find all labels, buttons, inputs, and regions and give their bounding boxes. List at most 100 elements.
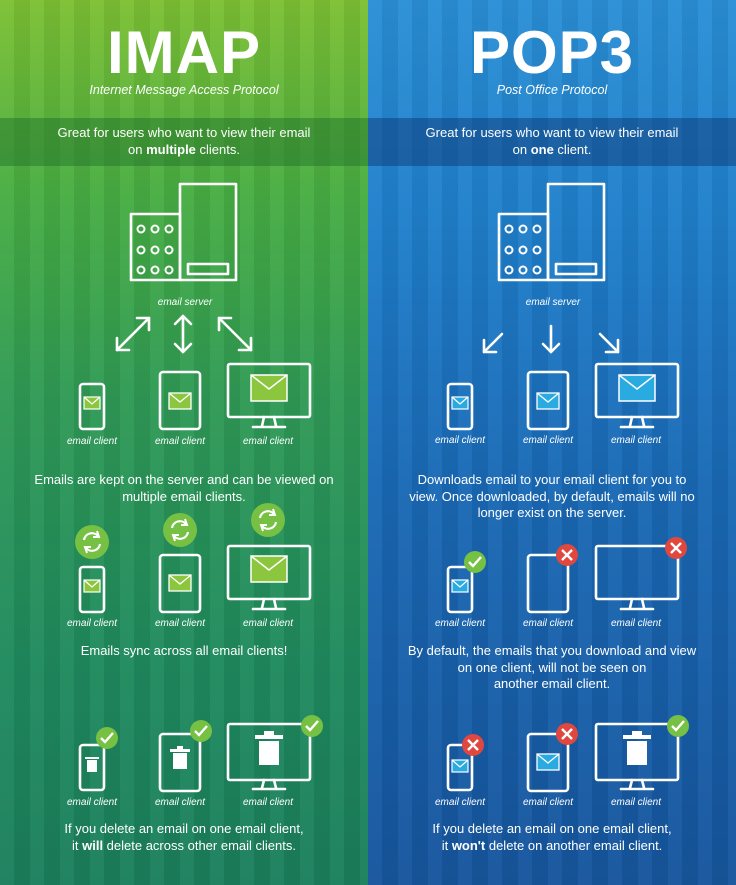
pop3-text3-suffix: delete on another email client. bbox=[485, 837, 663, 853]
pop3-intro-text: Great for users who want to view their e… bbox=[384, 125, 720, 158]
phone-icon bbox=[78, 743, 106, 792]
pop3-client-label: email client bbox=[610, 435, 662, 446]
tablet-icon bbox=[526, 553, 570, 614]
trash-icon bbox=[170, 746, 190, 769]
cross-icon bbox=[556, 544, 578, 566]
pop3-client-label: email client bbox=[610, 618, 662, 629]
trash-icon bbox=[623, 731, 651, 765]
pop3-text1-line1: Downloads email to your email client for… bbox=[417, 472, 687, 487]
sync-icon bbox=[163, 513, 197, 547]
down-right-arrow-icon bbox=[598, 332, 620, 354]
pop3-text2-line1: By default, the emails that you download… bbox=[407, 643, 697, 658]
imap-subtitle: Internet Message Access Protocol bbox=[89, 83, 279, 97]
pop3-server-label: email server bbox=[525, 297, 581, 308]
imap-text-sync: Emails sync across all email clients! bbox=[80, 643, 288, 658]
sync-icon bbox=[251, 503, 285, 537]
down-left-arrow-icon bbox=[482, 332, 504, 354]
imap-intro-bold: multiple bbox=[146, 141, 196, 157]
tablet-icon bbox=[158, 732, 202, 793]
pop3-intro-line1: Great for users who want to view their e… bbox=[425, 125, 679, 140]
cross-icon bbox=[665, 537, 687, 559]
pop3-text1-line2: view. Once downloaded, by default, email… bbox=[409, 488, 695, 504]
check-icon bbox=[190, 720, 212, 742]
trash-icon bbox=[85, 757, 99, 772]
pop3-text3-bold: won't bbox=[451, 837, 486, 853]
pop3-text3-prefix: it bbox=[441, 837, 452, 853]
imap-intro-band: Great for users who want to view their e… bbox=[0, 118, 368, 166]
imap-text-kept-on-server: Emails are kept on the server and can be… bbox=[16, 472, 352, 505]
monitor-icon bbox=[594, 544, 680, 611]
pop3-client-label: email client bbox=[434, 797, 486, 808]
imap-client-label: email client bbox=[154, 436, 206, 447]
imap-server-label: email server bbox=[157, 297, 213, 308]
tablet-icon bbox=[158, 553, 202, 614]
pop3-client-label: email client bbox=[434, 435, 486, 446]
trash-icon bbox=[255, 731, 283, 765]
phone-icon bbox=[446, 382, 474, 431]
phone-icon bbox=[78, 565, 106, 614]
pop3-intro-suffix: client. bbox=[553, 141, 592, 157]
imap-text-delete: If you delete an email on one email clie… bbox=[16, 821, 352, 854]
imap-client-label: email client bbox=[66, 797, 118, 808]
pop3-client-label: email client bbox=[522, 435, 574, 446]
tablet-icon bbox=[158, 370, 202, 431]
pop3-text2-line3: another email client. bbox=[493, 676, 611, 691]
tablet-icon bbox=[526, 370, 570, 431]
check-icon bbox=[301, 715, 323, 737]
monitor-icon bbox=[226, 544, 312, 611]
bidirectional-arrow-icon bbox=[115, 316, 151, 352]
tablet-icon bbox=[526, 732, 570, 793]
pop3-client-label: email client bbox=[522, 618, 574, 629]
server-icon bbox=[129, 182, 238, 282]
imap-text3-line1: If you delete an email on one email clie… bbox=[64, 821, 304, 836]
server-icon bbox=[497, 182, 606, 282]
pop3-text-delete: If you delete an email on one email clie… bbox=[384, 821, 720, 854]
cross-icon bbox=[556, 723, 578, 745]
pop3-text3-line1: If you delete an email on one email clie… bbox=[432, 821, 672, 836]
pop3-client-label: email client bbox=[434, 618, 486, 629]
pop3-client-label: email client bbox=[522, 797, 574, 808]
bidirectional-arrow-icon bbox=[217, 316, 253, 352]
pop3-text1-line3: longer exist on the server. bbox=[477, 505, 627, 520]
pop3-text2-line2: on one client, will not be seen on bbox=[457, 659, 647, 675]
imap-title: IMAP bbox=[107, 19, 261, 86]
pop3-text-not-seen: By default, the emails that you download… bbox=[384, 643, 720, 693]
imap-client-label: email client bbox=[154, 797, 206, 808]
phone-icon bbox=[446, 565, 474, 614]
imap-icons bbox=[75, 182, 323, 793]
pop3-title: POP3 bbox=[469, 19, 635, 86]
imap-client-label: email client bbox=[242, 436, 294, 447]
pop3-intro-prefix: on bbox=[512, 141, 531, 157]
monitor-icon bbox=[594, 722, 680, 791]
pop3-client-label: email client bbox=[610, 797, 662, 808]
imap-column: IMAP Internet Message Access Protocol Gr… bbox=[0, 0, 368, 885]
imap-intro-suffix: clients. bbox=[195, 141, 240, 157]
monitor-icon bbox=[226, 362, 312, 429]
pop3-intro-bold: one bbox=[530, 141, 554, 157]
imap-text3-prefix: it bbox=[71, 837, 83, 853]
pop3-column: POP3 Post Office Protocol Great for user… bbox=[368, 0, 736, 885]
pop3-intro-band: Great for users who want to view their e… bbox=[368, 118, 736, 166]
cross-icon bbox=[462, 734, 484, 756]
imap-client-label: email client bbox=[66, 436, 118, 447]
monitor-icon bbox=[226, 722, 312, 791]
imap-client-label: email client bbox=[242, 797, 294, 808]
bidirectional-arrow-icon bbox=[173, 314, 193, 354]
pop3-subtitle: Post Office Protocol bbox=[496, 83, 608, 97]
pop3-text-downloads: Downloads email to your email client for… bbox=[384, 472, 720, 522]
imap-intro-text: Great for users who want to view their e… bbox=[16, 125, 352, 158]
imap-client-label: email client bbox=[242, 618, 294, 629]
imap-intro-line1: Great for users who want to view their e… bbox=[57, 125, 311, 140]
sync-icon bbox=[75, 525, 109, 559]
imap-intro-prefix: on bbox=[128, 141, 147, 157]
phone-icon bbox=[446, 743, 474, 792]
check-icon bbox=[96, 727, 118, 749]
check-icon bbox=[464, 551, 486, 573]
imap-client-label: email client bbox=[66, 618, 118, 629]
imap-client-label: email client bbox=[154, 618, 206, 629]
imap-text1-line2: multiple email clients. bbox=[122, 488, 246, 504]
imap-text1-line1: Emails are kept on the server and can be… bbox=[34, 472, 334, 487]
phone-icon bbox=[78, 382, 106, 431]
pop3-icons bbox=[446, 182, 689, 793]
